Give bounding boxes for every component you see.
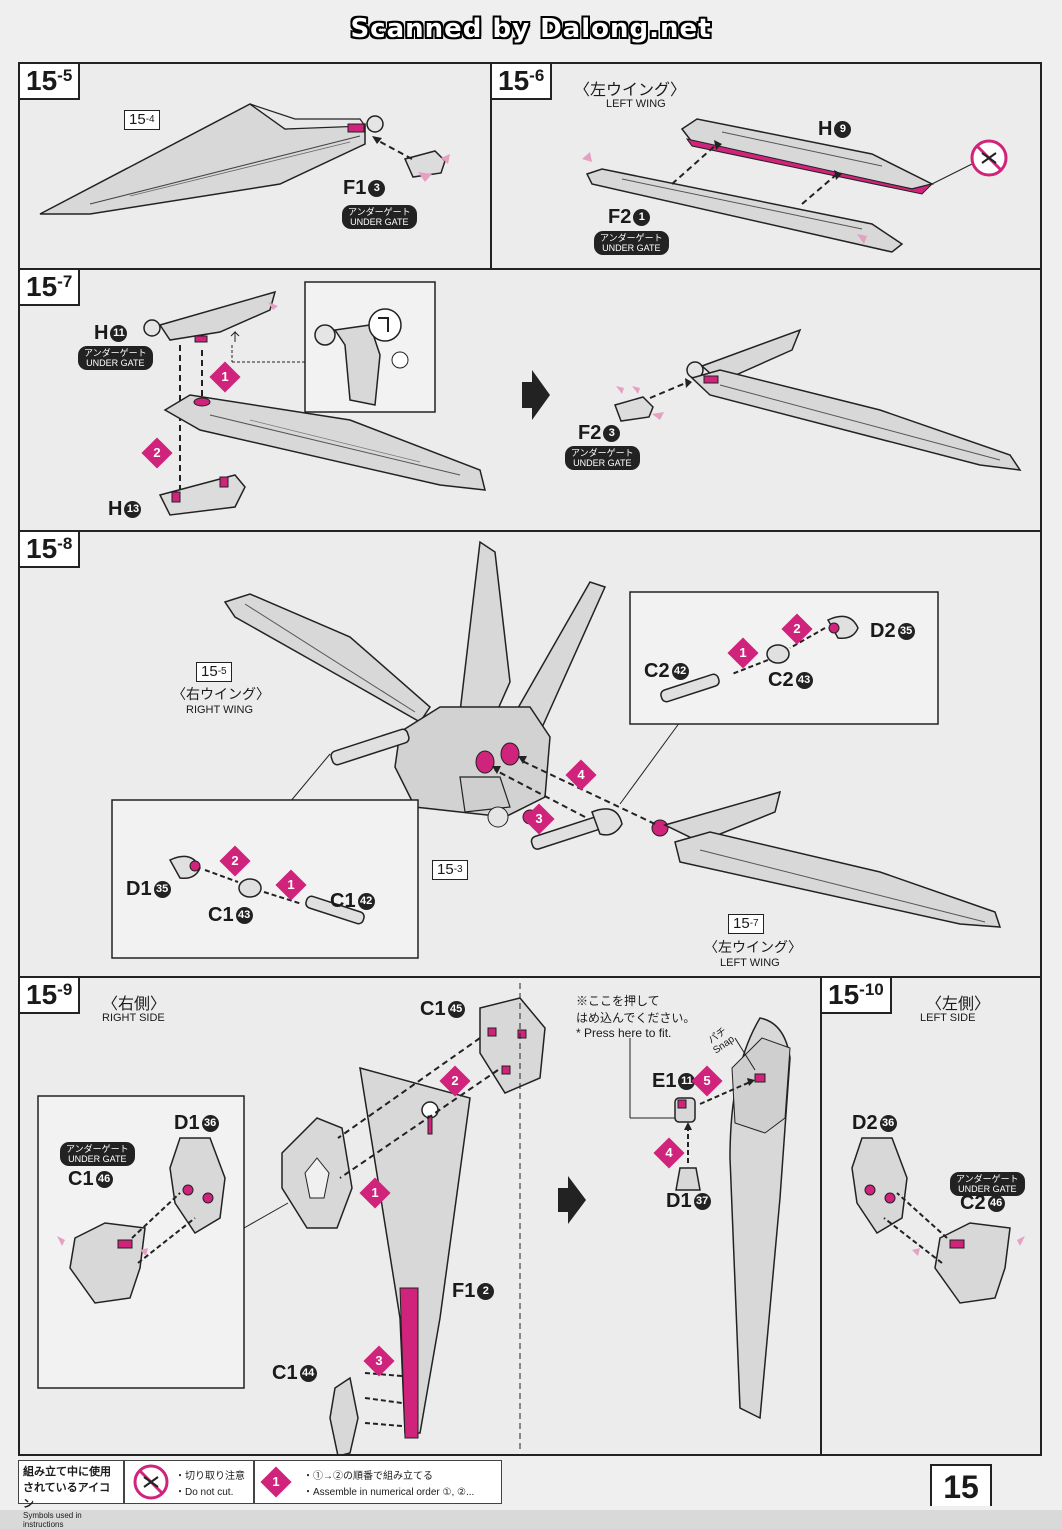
ref-title-jp: 〈右ウイング〉 bbox=[172, 686, 270, 702]
ref-title-jp: 〈左ウイング〉 bbox=[704, 939, 802, 955]
assembly-step-marker: 3 bbox=[368, 1350, 390, 1372]
side-armor-diagram bbox=[37, 983, 791, 1454]
side-armor-diagram bbox=[851, 1137, 1025, 1304]
step-number: 15-9 bbox=[20, 978, 81, 1014]
backpack-assembly-diagram bbox=[111, 540, 1002, 959]
assembly-step-marker: 1 bbox=[364, 1182, 386, 1204]
assembly-step-marker: 2 bbox=[786, 618, 808, 640]
assembly-step-marker: 1 bbox=[214, 366, 236, 388]
section-title-en: RIGHT SIDE bbox=[102, 1012, 165, 1024]
assembly-step-marker: 4 bbox=[658, 1142, 680, 1164]
assembly-step-marker: 2 bbox=[146, 442, 168, 464]
do-not-cut-en: ・Do not cut. bbox=[175, 1487, 234, 1498]
assembly-step-marker: 2 bbox=[224, 850, 246, 872]
step-number: 15-8 bbox=[20, 532, 81, 568]
step-15-9-panel: 15-9 〈右側〉 RIGHT SIDE bbox=[18, 976, 822, 1456]
do-not-cut-jp: ・切り取り注意 bbox=[175, 1471, 245, 1482]
assembly-step-marker: 2 bbox=[444, 1070, 466, 1092]
wing-part-diagram bbox=[582, 118, 973, 253]
section-title-en: LEFT SIDE bbox=[920, 1012, 976, 1024]
assembly-step-marker: 4 bbox=[570, 764, 592, 786]
step-15-8-panel: 15-8 bbox=[18, 530, 1042, 978]
step-number: 15-10 bbox=[822, 978, 892, 1014]
symbol-legend-title: 組み立て中に使用されているアイコン Symbols used in instru… bbox=[18, 1460, 124, 1529]
section-title-jp: 〈左側〉 bbox=[926, 996, 991, 1013]
do-not-cut-legend: ・切り取り注意 ・Do not cut. bbox=[124, 1460, 254, 1504]
legend-title-jp: 組み立て中に使用されているアイコン bbox=[23, 1466, 111, 1510]
ref-title-en: RIGHT WING bbox=[186, 704, 254, 716]
legend-title-en: Symbols used in instructions bbox=[23, 1511, 82, 1529]
assembly-step-marker: 5 bbox=[696, 1070, 718, 1092]
ref-step-box: 15-5 bbox=[196, 662, 232, 682]
press-note-jp: ※ここを押してはめ込んでください。* Press here to fit. bbox=[576, 994, 696, 1040]
wing-assembly-diagram bbox=[143, 281, 1022, 516]
step-number: 15-6 bbox=[492, 64, 553, 100]
section-title-jp: 〈右側〉 bbox=[102, 996, 167, 1013]
order-en: ・Assemble in numerical order ①, ②... bbox=[303, 1487, 475, 1498]
scan-credit: Scanned by Dalong.net bbox=[350, 14, 712, 44]
step-number: 15-7 bbox=[20, 270, 81, 306]
step-15-7-panel: 15-7 bbox=[18, 268, 1042, 532]
no-cut-icon bbox=[133, 1464, 169, 1500]
page-number: 15 bbox=[930, 1464, 992, 1506]
assembly-step-marker: 3 bbox=[528, 808, 550, 830]
wing-part-diagram bbox=[39, 103, 450, 215]
ref-step-box: 15-3 bbox=[432, 860, 468, 880]
ref-step-box: 15-7 bbox=[728, 914, 764, 934]
ref-title-en: LEFT WING bbox=[720, 957, 780, 969]
section-title-en: LEFT WING bbox=[606, 98, 666, 110]
assembly-order-legend: 1 ・①→②の順番で組み立てる ・Assemble in numerical o… bbox=[254, 1460, 502, 1504]
assembly-step-marker: 1 bbox=[732, 642, 754, 664]
section-title-jp: 〈左ウイング〉 bbox=[574, 82, 687, 99]
no-cut-icon bbox=[970, 139, 1008, 177]
order-jp: ・①→②の順番で組み立てる bbox=[303, 1471, 433, 1482]
assembly-step-marker: 1 bbox=[265, 1471, 287, 1493]
assembly-step-marker: 1 bbox=[280, 874, 302, 896]
ref-step-box: 15-4 bbox=[124, 110, 160, 130]
step-number: 15-5 bbox=[20, 64, 81, 100]
